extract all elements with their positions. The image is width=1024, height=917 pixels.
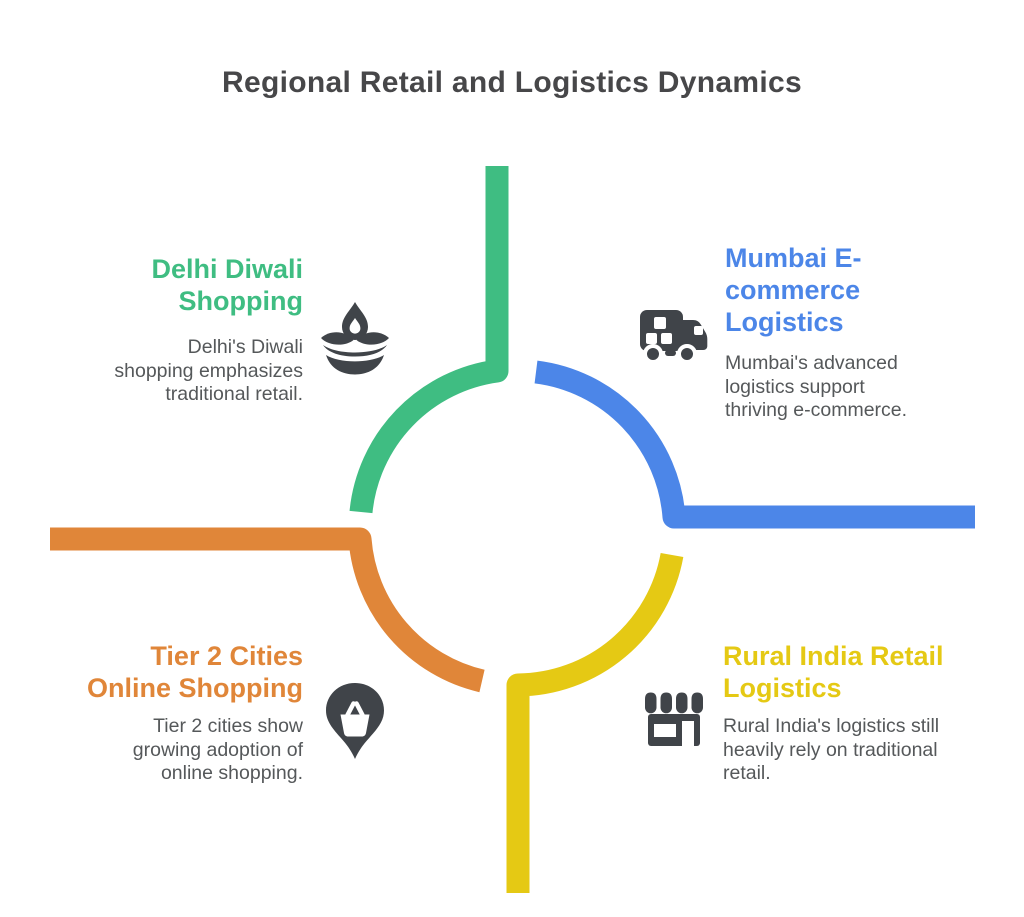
section-description: Mumbai's advanced logistics support thri… <box>725 352 908 421</box>
section-heading: Tier 2 Cities Online Shopping <box>87 641 303 703</box>
section-heading: Rural India Retail Logistics <box>723 641 944 703</box>
rural-connector-arc <box>506 552 684 893</box>
mumbai-connector-arc <box>534 360 975 529</box>
storefront-icon <box>645 692 703 746</box>
delhi-connector-arc <box>349 166 509 514</box>
section-description: Rural India's logistics still heavily re… <box>723 715 940 784</box>
tier2-connector-arc <box>50 527 485 693</box>
section-description: Tier 2 cities show growing adoption of o… <box>132 715 303 784</box>
section-heading: Delhi Diwali Shopping <box>151 254 303 316</box>
section-description: Delhi's Diwali shopping emphasizes tradi… <box>114 336 303 405</box>
section-heading: Mumbai E- commerce Logistics <box>725 243 862 337</box>
diya-lamp-icon <box>321 302 389 375</box>
basket-location-pin-icon <box>326 683 384 759</box>
delivery-truck-icon <box>640 310 708 364</box>
page-title: Regional Retail and Logistics Dynamics <box>222 66 802 99</box>
